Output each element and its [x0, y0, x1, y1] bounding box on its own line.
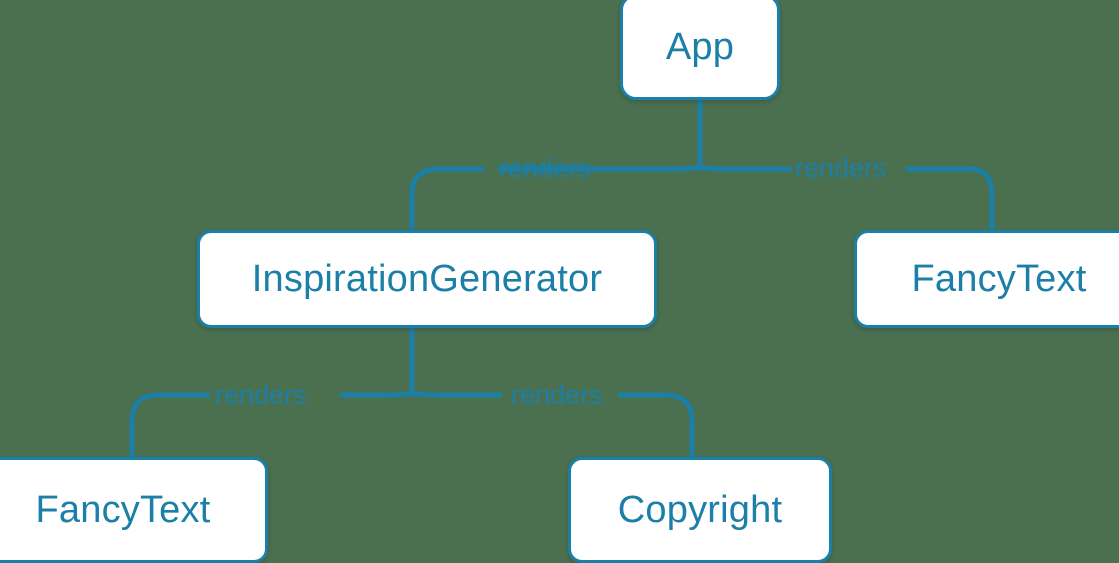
node-fancytext-bottom-label: FancyText [35, 488, 211, 531]
node-fancytext-right[interactable]: FancyText [854, 230, 1119, 328]
node-fancytext-bottom[interactable]: FancyText [0, 457, 268, 563]
node-fancytext-right-label: FancyText [911, 257, 1087, 300]
edge-label-inspgen-to-copyright: renders [511, 380, 603, 410]
node-copyright-label: Copyright [617, 488, 783, 531]
edge-label-app-to-fancytext-right: renders [795, 153, 887, 183]
node-app-label: App [665, 25, 735, 68]
node-inspiration-generator[interactable]: InspirationGenerator [197, 230, 657, 328]
node-inspiration-generator-label: InspirationGenerator [251, 257, 603, 300]
edge-label-app-to-inspiration-generator: renders [499, 153, 591, 183]
node-app[interactable]: App [620, 0, 780, 100]
edge-label-inspgen-to-fancytext-bottom: renders [215, 380, 307, 410]
node-copyright[interactable]: Copyright [568, 457, 832, 563]
